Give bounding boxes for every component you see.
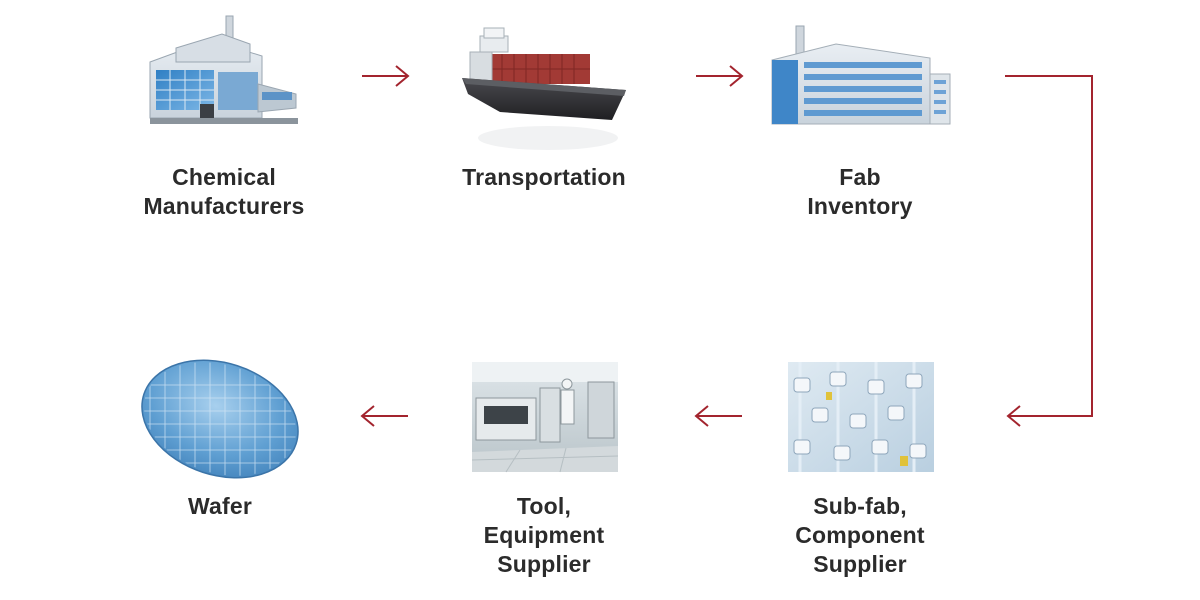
label-line: Supplier: [497, 551, 591, 577]
arrow-transportation-to-fab: [696, 65, 744, 87]
wafer-icon: [141, 359, 299, 479]
cargo-ship-icon: [462, 27, 626, 150]
label-line: Wafer: [187, 493, 253, 519]
label-line: Transportation: [462, 164, 626, 190]
label-line: Supplier: [813, 551, 907, 577]
arrow-chemical-to-transportation: [362, 65, 410, 87]
node-label-wafer: Wafer: [120, 492, 320, 521]
node-label-chemical-manufacturers: Chemical Manufacturers: [124, 163, 324, 221]
label-line: Chemical: [172, 164, 276, 190]
label-line: Manufacturers: [143, 193, 305, 219]
label-line: Component: [795, 522, 925, 548]
valve-components-icon: [788, 362, 934, 472]
label-line: Sub-fab,: [813, 493, 907, 519]
arrow-fab-to-subfab: [1005, 75, 1093, 427]
node-label-fab-inventory: Fab Inventory: [760, 163, 960, 221]
cleanroom-equipment-icon: [471, 362, 619, 473]
label-line: Fab: [839, 164, 881, 190]
node-label-transportation: Transportation: [444, 163, 644, 192]
arrow-tool-to-wafer: [360, 405, 408, 427]
node-label-sub-fab-component-supplier: Sub-fab, Component Supplier: [756, 492, 964, 579]
label-line: Inventory: [807, 193, 913, 219]
flow-arrows: [360, 65, 1093, 427]
fab-building-icon: [771, 25, 951, 125]
node-label-tool-equipment-supplier: Tool, Equipment Supplier: [444, 492, 644, 579]
factory-icon: [149, 15, 298, 124]
arrow-subfab-to-tool: [694, 405, 742, 427]
label-line: Equipment: [483, 522, 605, 548]
label-line: Tool,: [516, 493, 572, 519]
